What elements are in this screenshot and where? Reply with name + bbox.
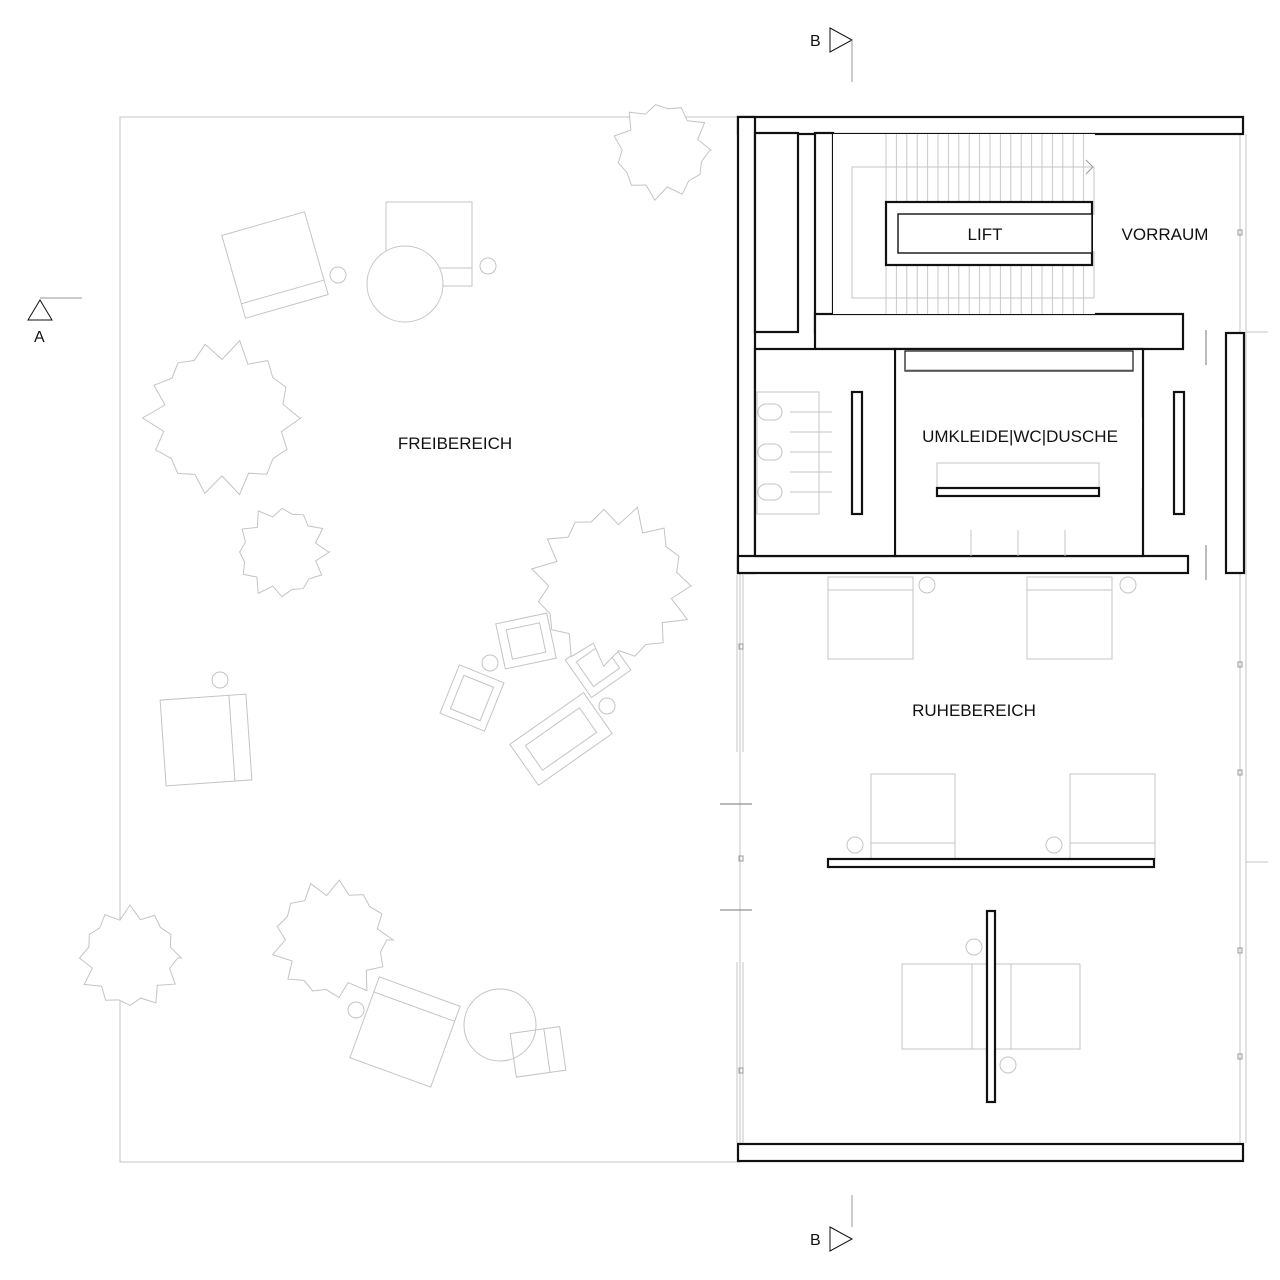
lounger-icon	[846, 773, 956, 860]
label-lift: LIFT	[968, 225, 1003, 244]
staircase	[833, 134, 1097, 314]
glazing	[720, 134, 1268, 1143]
lounger-icon	[159, 693, 253, 787]
section-marker-icon	[829, 1226, 854, 1252]
section-label-a: A	[34, 329, 45, 346]
lounger-icon	[509, 692, 613, 786]
tree-icon	[141, 339, 303, 496]
section-marker-b-bottom: B	[810, 1195, 854, 1252]
chair-icon	[329, 266, 347, 284]
chair-icon	[479, 257, 497, 275]
chair-icon	[598, 697, 616, 715]
chair-icon	[495, 612, 557, 670]
table-icon	[366, 245, 444, 323]
section-label-b-bottom: B	[810, 1232, 821, 1249]
lounger-icon	[827, 576, 936, 660]
label-umkleide: UMKLEIDE|WC|DUSCHE	[922, 427, 1118, 446]
label-ruhebereich: RUHEBEREICH	[912, 701, 1036, 720]
freibereich-boundary	[119, 116, 741, 1163]
lounger-icon	[349, 976, 461, 1088]
section-marker-icon	[829, 27, 854, 53]
tree-icon	[271, 879, 395, 999]
chair-icon	[481, 654, 499, 672]
toilet-icon	[757, 403, 783, 501]
section-marker-b-top: B	[810, 27, 854, 82]
lounger-icon	[1045, 773, 1156, 860]
section-label-b-top: B	[810, 33, 821, 50]
chair-icon	[211, 671, 229, 689]
section-marker-icon	[27, 299, 53, 321]
tree-icon	[613, 104, 713, 202]
tree-icon	[78, 904, 183, 1006]
label-vorraum: VORRAUM	[1122, 225, 1209, 244]
lounger-icon	[1026, 576, 1137, 660]
label-freibereich: FREIBEREICH	[398, 434, 512, 453]
tree-icon	[530, 506, 693, 668]
chair-icon	[509, 1026, 567, 1078]
section-marker-a: A	[27, 297, 82, 346]
chair-icon	[347, 1001, 365, 1019]
lounger-icon	[221, 211, 329, 319]
table-icon	[463, 988, 537, 1062]
umkleide-interior	[756, 350, 1186, 556]
trees	[78, 104, 713, 1006]
tree-icon	[239, 507, 332, 598]
chair-icon	[439, 664, 505, 732]
freibereich-furniture	[159, 201, 632, 1088]
ruhebereich-furniture	[826, 576, 1156, 1104]
